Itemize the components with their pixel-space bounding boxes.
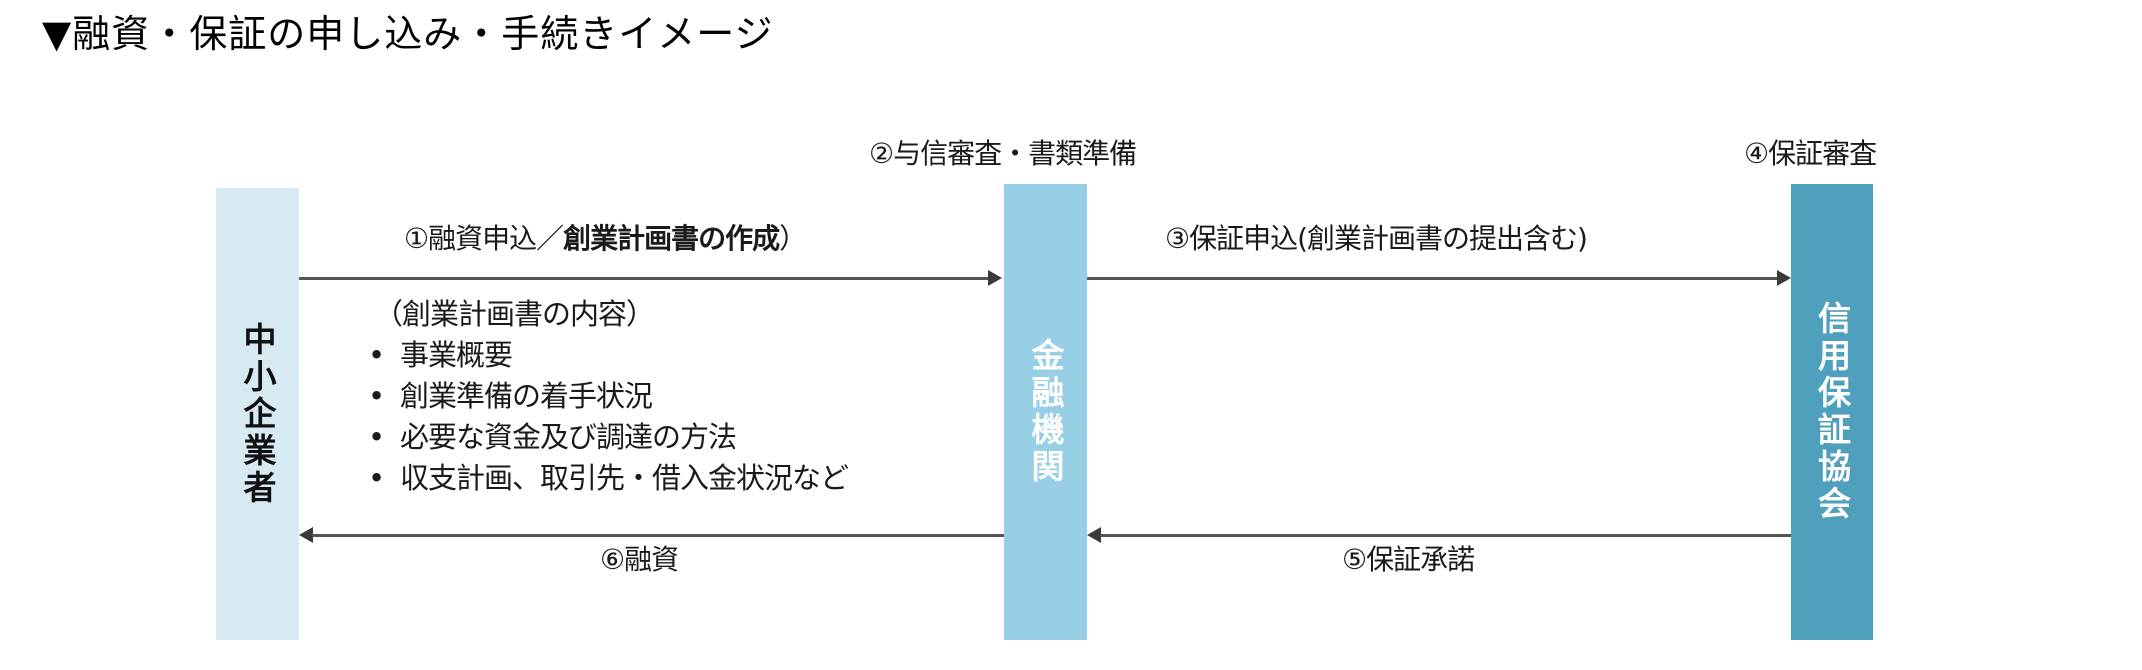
sme-bar: 中小企業者	[216, 188, 299, 640]
step3-label: ③保証申込(創業計画書の提出含む)	[1165, 222, 1588, 255]
step2-label: ②与信審査・書類準備	[869, 137, 1137, 170]
page-title: ▼融資・保証の申し込み・手続きイメージ	[42, 12, 774, 56]
step3-arrow-line	[1087, 277, 1778, 280]
guarantee-association-label: 信用保証協会	[1812, 301, 1852, 523]
plan-contents-title: （創業計画書の内容）	[374, 297, 655, 331]
bank-bar: 金融機関	[1004, 184, 1087, 640]
arrow-right-icon	[1777, 270, 1791, 286]
step1-prefix: ①融資申込／	[404, 222, 564, 255]
step6-arrow-line	[312, 534, 1004, 537]
arrow-left-icon	[299, 527, 313, 543]
step1-arrow-line	[299, 277, 989, 280]
bank-label: 金融機関	[1026, 338, 1065, 486]
step5-label: ⑤保証承諾	[1342, 543, 1475, 576]
arrow-right-icon	[988, 270, 1002, 286]
step6-label: ⑥融資	[600, 543, 679, 576]
guarantee-association-bar: 信用保証協会	[1791, 184, 1873, 640]
list-item: 創業準備の着手状況	[368, 376, 848, 417]
step4-label: ④保証審査	[1744, 137, 1877, 170]
plan-contents-list: 事業概要 創業準備の着手状況 必要な資金及び調達の方法 収支計画、取引先・借入金…	[368, 335, 849, 499]
list-item: 事業概要	[368, 335, 848, 376]
business-plan-contents: （創業計画書の内容） 事業概要 創業準備の着手状況 必要な資金及び調達の方法 収…	[368, 294, 849, 499]
step1-label: ①融資申込／創業計画書の作成）	[404, 222, 807, 256]
sme-label: 中小企業者	[238, 321, 277, 507]
list-item: 必要な資金及び調達の方法	[368, 417, 848, 458]
step5-arrow-line	[1100, 534, 1791, 537]
list-item: 収支計画、取引先・借入金状況など	[368, 458, 849, 499]
step1-suffix: ）	[779, 222, 807, 255]
arrow-left-icon	[1087, 527, 1101, 543]
step1-bold: 創業計画書の作成	[563, 222, 780, 255]
